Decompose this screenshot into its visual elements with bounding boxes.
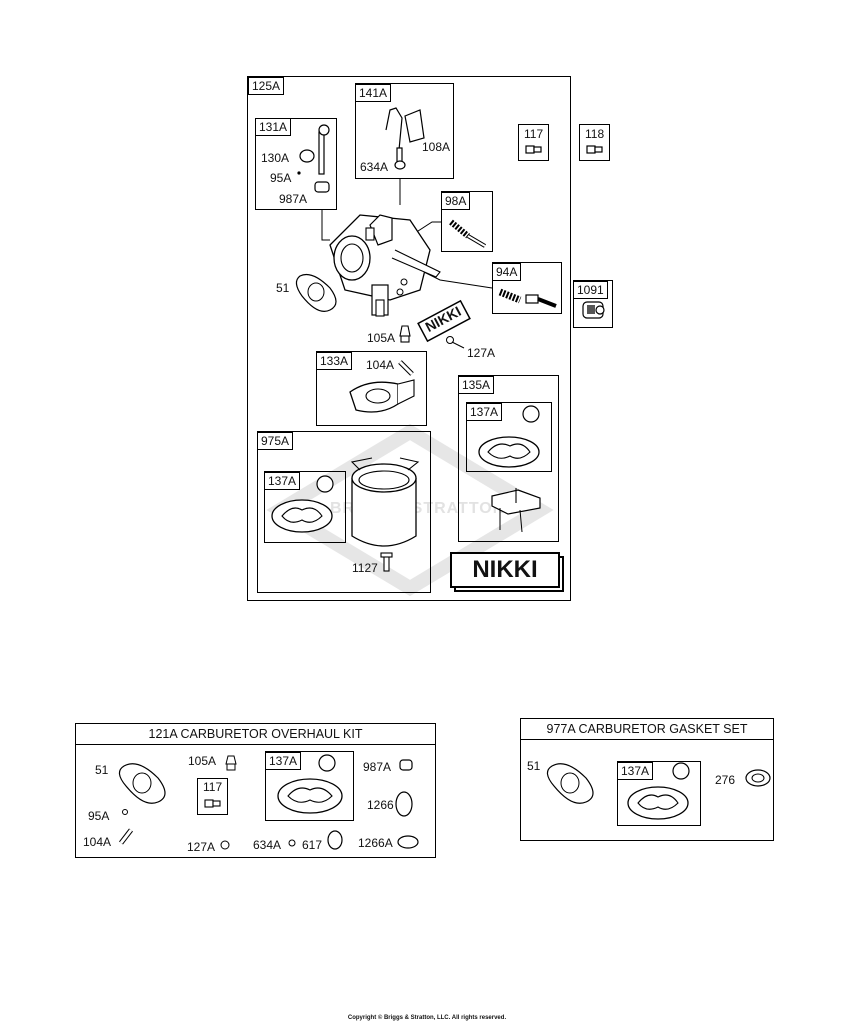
kit-item-137A-box [265,751,354,821]
callout-130A[interactable]: 130A [261,151,290,165]
assembly-125A-frame [247,76,571,601]
callout-108A[interactable]: 108A [422,140,451,154]
callout-117[interactable]: 117 [524,127,544,141]
kit-975A-box [257,431,431,593]
kit-item-51[interactable]: 51 [95,763,109,777]
callout-987A[interactable]: 987A [279,192,308,206]
kit-131A-box [255,118,337,210]
copyright-footer: Copyright © Briggs & Stratton, LLC. All … [347,1015,507,1021]
overhaul-kit-panel: 121A CARBURETOR OVERHAUL KIT [75,723,436,858]
overhaul-kit-title: 121A CARBURETOR OVERHAUL KIT [76,724,435,745]
callout-95A[interactable]: 95A [270,171,292,185]
callout-1127[interactable]: 1127 [352,561,378,575]
callout-634A[interactable]: 634A [360,160,389,174]
callout-118[interactable]: 118 [585,127,605,141]
callout-1091[interactable]: 1091 [573,281,608,299]
gasket-set-panel: 977A CARBURETOR GASKET SET [520,718,774,841]
gasket-item-137A[interactable]: 137A [617,762,654,780]
callout-975A[interactable]: 975A [257,432,294,450]
kit-94A-box [492,262,562,314]
callout-104A[interactable]: 104A [366,358,395,372]
kit-item-617[interactable]: 617 [302,838,323,852]
kit-137A-box-975A [264,471,346,543]
assembly-125A-tag[interactable]: 125A [248,77,285,95]
kit-item-117[interactable]: 117 [203,780,223,794]
gasket-set-title: 977A CARBURETOR GASKET SET [521,719,773,740]
kit-item-987A[interactable]: 987A [363,760,392,774]
kit-item-634A[interactable]: 634A [253,838,282,852]
callout-98A[interactable]: 98A [441,192,471,210]
callout-133A[interactable]: 133A [316,352,353,370]
kit-135A-box [458,375,559,542]
kit-133A-box [316,351,427,426]
callout-141A[interactable]: 141A [355,84,392,102]
kit-item-105A[interactable]: 105A [188,754,217,768]
callout-105A[interactable]: 105A [367,331,396,345]
callout-94A[interactable]: 94A [492,263,522,281]
callout-135A[interactable]: 135A [458,376,495,394]
gasket-item-276[interactable]: 276 [715,773,736,787]
kit-item-1266A[interactable]: 1266A [358,836,393,850]
part-118-box [579,124,610,161]
kit-141A-box [355,83,454,179]
gasket-item-51[interactable]: 51 [527,759,541,773]
kit-98A-box [441,191,493,252]
kit-item-104A[interactable]: 104A [83,835,112,849]
gasket-item-137A-box [617,761,701,826]
kit-item-137A[interactable]: 137A [265,752,302,770]
kit-item-1266[interactable]: 1266 [367,798,394,812]
kit-item-127A[interactable]: 127A [187,840,216,854]
part-1091-box [573,280,613,328]
callout-137A[interactable]: 137A [466,403,503,421]
callout-51[interactable]: 51 [276,281,290,295]
nikki-brand-plate: NIKKI [450,552,560,588]
kit-137A-box-135A [466,402,552,472]
part-117-box [518,124,549,161]
kit-item-95A[interactable]: 95A [88,809,110,823]
kit-item-117-box [197,778,228,815]
callout-137A-975A[interactable]: 137A [264,472,301,490]
callout-127A[interactable]: 127A [467,346,496,360]
callout-131A[interactable]: 131A [255,118,292,136]
